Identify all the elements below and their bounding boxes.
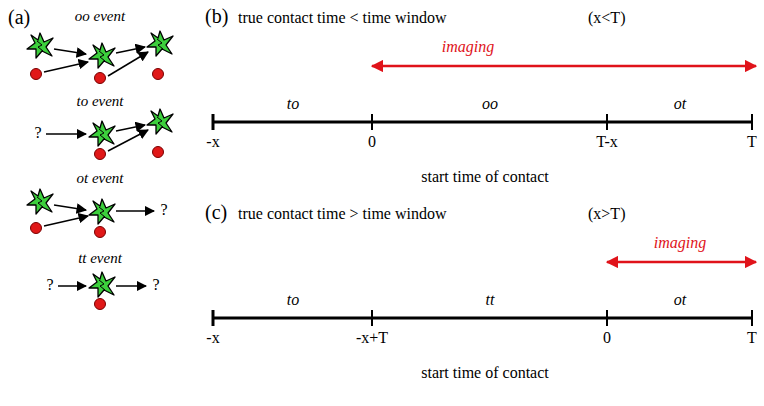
interval-label: to — [287, 95, 299, 113]
tick-label: -x — [206, 133, 219, 151]
timeline-b — [213, 66, 756, 130]
event-name: ot event — [76, 170, 123, 187]
panel-heading: true contact time > time window — [238, 205, 447, 223]
question-mark: ? — [34, 124, 41, 142]
oo-event-icon — [27, 31, 173, 84]
question-mark: ? — [152, 276, 159, 294]
panel-heading: (x<T) — [588, 9, 625, 27]
tick-label: 0 — [368, 133, 376, 151]
event-name: oo event — [75, 8, 125, 25]
panel-heading: true contact time < time window — [238, 9, 447, 27]
tick-label: T-x — [596, 133, 618, 151]
axis-title: start time of contact — [421, 364, 549, 382]
event-name: tt event — [78, 250, 122, 267]
tick-label: T — [747, 329, 757, 347]
interval-label: oo — [482, 95, 498, 113]
interval-label: ot — [674, 95, 686, 113]
panel-letter: (b) — [205, 5, 228, 27]
panel-letter: (a) — [8, 6, 30, 28]
tt-event-icon — [58, 272, 146, 310]
question-mark: ? — [46, 276, 53, 294]
panel-heading: (x>T) — [588, 205, 625, 223]
interval-label: tt — [486, 291, 495, 309]
tick-label: -x — [206, 329, 219, 347]
interval-label: ot — [674, 291, 686, 309]
axis-title: start time of contact — [421, 168, 549, 186]
event-name: to event — [76, 93, 123, 110]
to-event-icon — [46, 109, 173, 160]
tick-label: 0 — [603, 329, 611, 347]
tick-label: -x+T — [356, 329, 388, 347]
panel-letter: (c) — [205, 201, 227, 223]
imaging-label: imaging — [654, 234, 706, 252]
interval-label: to — [287, 291, 299, 309]
tick-label: T — [747, 133, 757, 151]
question-mark: ? — [160, 201, 167, 219]
ot-event-icon — [27, 189, 154, 238]
timeline-c — [213, 262, 756, 326]
imaging-label: imaging — [442, 38, 494, 56]
